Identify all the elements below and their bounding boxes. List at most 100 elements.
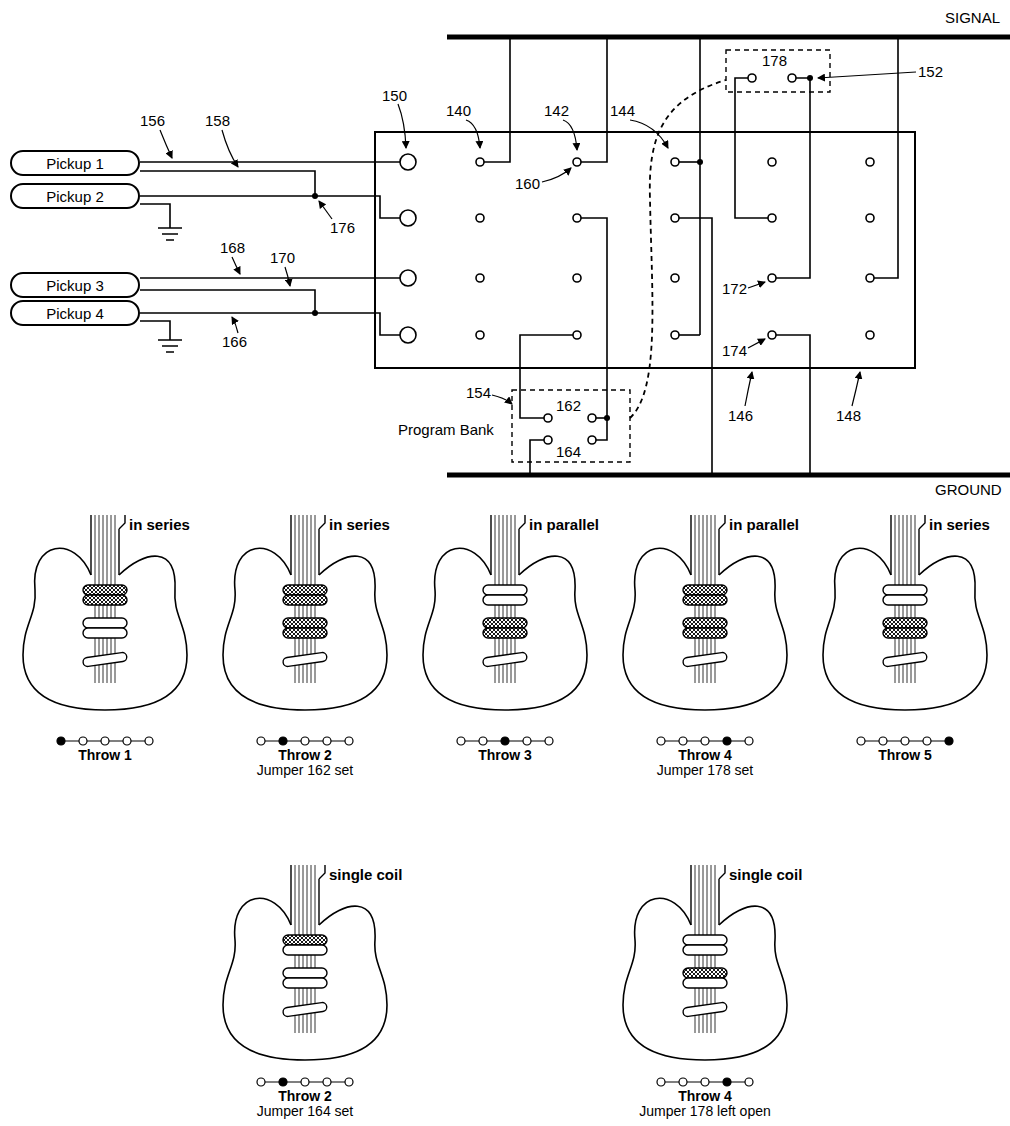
bridge-pickup bbox=[883, 652, 928, 667]
pickup-coil bbox=[483, 585, 527, 595]
bridge-pickup bbox=[483, 652, 528, 667]
pickup-coil bbox=[83, 585, 127, 595]
bus-label: GROUND bbox=[935, 482, 1002, 498]
guitar-figure bbox=[23, 515, 187, 745]
guitar-neck bbox=[891, 515, 925, 575]
throw-label: Throw 5 bbox=[878, 748, 932, 763]
callout-number: 174 bbox=[722, 343, 747, 359]
guitar-figure bbox=[823, 515, 987, 745]
selector-position bbox=[523, 737, 531, 745]
switch-terminal bbox=[476, 158, 484, 166]
guitar-neck bbox=[291, 865, 325, 925]
junction-dots bbox=[312, 75, 813, 421]
throw-label: Throw 4 bbox=[678, 1089, 732, 1104]
selector-position bbox=[901, 737, 909, 745]
guitar-figure bbox=[223, 865, 387, 1086]
guitar-figure bbox=[623, 865, 787, 1086]
pickup-coil bbox=[683, 618, 727, 628]
switch-terminals bbox=[400, 154, 874, 343]
pickup-coil bbox=[683, 935, 727, 945]
callout-number: 154 bbox=[466, 385, 491, 401]
selector-position bbox=[79, 737, 87, 745]
switch-terminal bbox=[866, 158, 874, 166]
callout-number: 160 bbox=[515, 176, 540, 192]
pickup-coil bbox=[883, 628, 927, 638]
guitar-neck bbox=[691, 515, 725, 575]
selector-position bbox=[945, 737, 953, 745]
pickup-coil bbox=[683, 585, 727, 595]
wiring-mode: in series bbox=[929, 517, 990, 533]
selector-position bbox=[301, 1078, 309, 1086]
throw-label: Throw 2 bbox=[278, 748, 332, 763]
throw-label: Throw 2 bbox=[278, 1089, 332, 1104]
selector-position bbox=[257, 737, 265, 745]
switch-terminal bbox=[671, 331, 679, 339]
pickup-box: Pickup 1 bbox=[10, 150, 140, 176]
pickup-coil bbox=[683, 628, 727, 638]
pickup-coil bbox=[683, 978, 727, 988]
selector-position bbox=[123, 737, 131, 745]
guitar-body bbox=[623, 898, 787, 1060]
selector-position bbox=[57, 737, 65, 745]
pickup-coil bbox=[283, 978, 327, 988]
guitar-body bbox=[823, 548, 987, 710]
switch-terminal bbox=[768, 158, 776, 166]
callout-number: 170 bbox=[270, 250, 295, 266]
throw-label: Throw 4 bbox=[678, 748, 732, 763]
pickup-coil bbox=[283, 618, 327, 628]
callout-number: 150 bbox=[382, 88, 407, 104]
ground-symbols bbox=[158, 228, 182, 352]
switch-terminal bbox=[866, 331, 874, 339]
callout-number: 162 bbox=[556, 398, 581, 414]
switch-terminal bbox=[400, 270, 416, 286]
callout-number: 144 bbox=[610, 103, 635, 119]
switch-terminal bbox=[573, 158, 581, 166]
bank-label: Program Bank bbox=[398, 422, 494, 438]
jumper-note: Jumper 178 left open bbox=[639, 1104, 771, 1119]
wiring-mode: in series bbox=[129, 517, 190, 533]
pickup-coil bbox=[683, 945, 727, 955]
guitar-figure bbox=[223, 515, 387, 745]
throw-label: Throw 3 bbox=[478, 748, 532, 763]
callout-number: 158 bbox=[205, 113, 230, 129]
callout-number: 164 bbox=[556, 444, 581, 460]
guitar-body bbox=[223, 548, 387, 710]
selector-position bbox=[323, 1078, 331, 1086]
pickup-coil bbox=[283, 968, 327, 978]
switch-terminal bbox=[400, 210, 416, 226]
switch-terminal bbox=[476, 274, 484, 282]
callout-number: 178 bbox=[762, 53, 787, 69]
pickup-coil bbox=[483, 618, 527, 628]
selector-position bbox=[457, 737, 465, 745]
selector-position bbox=[279, 1078, 287, 1086]
guitar-neck bbox=[291, 515, 325, 575]
bridge-pickup bbox=[683, 652, 728, 667]
wiring-mode: in parallel bbox=[729, 517, 799, 533]
wiring-mode: in parallel bbox=[529, 517, 599, 533]
callout-number: 142 bbox=[544, 103, 569, 119]
selector-position bbox=[657, 1078, 665, 1086]
switch-terminal bbox=[573, 331, 581, 339]
guitar-body bbox=[423, 548, 587, 710]
wiring-mode: single coil bbox=[329, 867, 402, 883]
bridge-pickup bbox=[683, 1002, 728, 1017]
selector-position bbox=[345, 737, 353, 745]
pickup-coil bbox=[283, 935, 327, 945]
callout-number: 148 bbox=[836, 408, 861, 424]
selector-position bbox=[657, 737, 665, 745]
selector-position bbox=[323, 737, 331, 745]
selector-position bbox=[257, 1078, 265, 1086]
guitar-figure bbox=[423, 515, 587, 745]
selector-position bbox=[879, 737, 887, 745]
switch-terminal bbox=[400, 154, 416, 170]
leader-lines bbox=[160, 72, 916, 406]
pickup-coil bbox=[83, 618, 127, 628]
switch-body bbox=[375, 132, 915, 368]
pickup-coil bbox=[683, 968, 727, 978]
pickup-coil bbox=[883, 618, 927, 628]
jumper-note: Jumper 164 set bbox=[257, 1104, 354, 1119]
switch-terminal bbox=[476, 214, 484, 222]
selector-position bbox=[679, 1078, 687, 1086]
switch-terminal bbox=[476, 331, 484, 339]
